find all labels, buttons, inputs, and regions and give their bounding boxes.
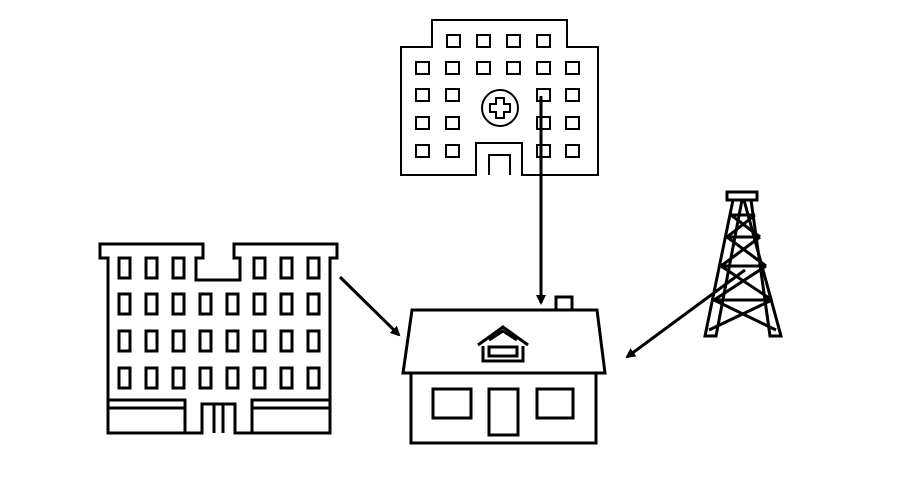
apartment-window [252, 256, 267, 280]
hospital-icon [400, 19, 599, 176]
apartment-window [225, 366, 240, 390]
hospital-window [506, 61, 521, 75]
hospital-window [445, 116, 460, 130]
hospital-window [415, 61, 430, 75]
apartment-window [198, 292, 213, 316]
apartment-window [252, 366, 267, 390]
arrow-tower-to-house [625, 268, 746, 359]
apartment-window [225, 329, 240, 353]
hospital-window [446, 34, 461, 48]
apartment-window [306, 366, 321, 390]
hospital-window [565, 144, 580, 158]
apartment-window [198, 329, 213, 353]
apartment-window [171, 329, 186, 353]
hospital-window [476, 61, 491, 75]
apartment-window [144, 329, 159, 353]
hospital-window [536, 34, 551, 48]
hospital-window [565, 116, 580, 130]
apartment-window [279, 366, 294, 390]
hospital-window [415, 88, 430, 102]
apartment-window [252, 292, 267, 316]
hospital-window [536, 88, 551, 102]
apartment-window [144, 366, 159, 390]
apartment-window [117, 292, 132, 316]
hospital-window [445, 144, 460, 158]
apartment-window [171, 366, 186, 390]
apartment-window [306, 329, 321, 353]
hospital-window [415, 144, 430, 158]
apartment-window [279, 292, 294, 316]
hospital-window [415, 116, 430, 130]
apartment-window [252, 329, 267, 353]
apartment-window [144, 292, 159, 316]
hospital-window [476, 34, 491, 48]
apartment-window [279, 256, 294, 280]
apartment-window [117, 256, 132, 280]
apartment-window [171, 256, 186, 280]
apartment-window [279, 329, 294, 353]
hospital-window [565, 61, 580, 75]
apartment-window [225, 292, 240, 316]
apartment-window [306, 256, 321, 280]
apartment-building-icon [98, 242, 339, 435]
hospital-window [565, 88, 580, 102]
apartment-window [306, 292, 321, 316]
apartment-window [198, 366, 213, 390]
hospital-window [536, 61, 551, 75]
apartment-window [117, 366, 132, 390]
hospital-window [445, 88, 460, 102]
hospital-window [536, 116, 551, 130]
hospital-window [445, 61, 460, 75]
hospital-window [506, 34, 521, 48]
transmission-tower-icon [703, 190, 783, 338]
hospital-window [536, 144, 551, 158]
house-icon [401, 295, 607, 445]
apartment-window [117, 329, 132, 353]
apartment-window [171, 292, 186, 316]
apartment-window [144, 256, 159, 280]
arrow-apartment-to-house [338, 275, 401, 337]
